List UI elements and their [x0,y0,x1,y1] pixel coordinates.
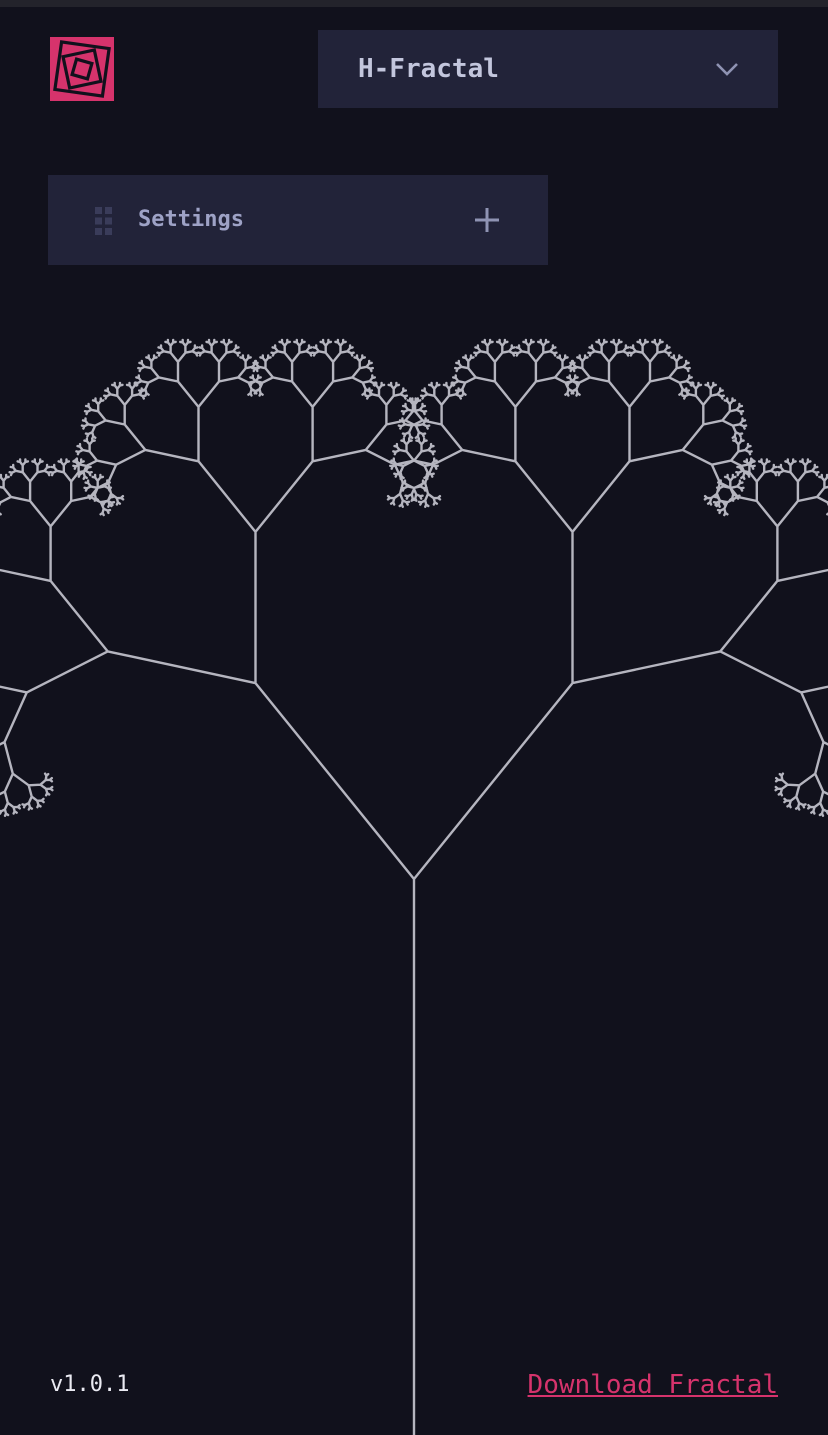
settings-label: Settings [138,207,244,232]
plus-icon[interactable] [474,207,500,233]
settings-panel-header[interactable]: Settings [48,175,548,265]
version-label: v1.0.1 [50,1372,130,1397]
fractal-tree [0,338,828,1435]
fractal-type-select[interactable]: H-Fractal [318,30,778,108]
top-status-strip [0,0,828,7]
drag-handle-icon[interactable] [94,206,114,236]
chevron-down-icon [716,63,738,76]
fractal-branches [0,338,828,1435]
fractal-type-value: H-Fractal [358,54,499,84]
app-logo-icon[interactable] [50,37,114,101]
download-fractal-link[interactable]: Download Fractal [527,1370,778,1400]
